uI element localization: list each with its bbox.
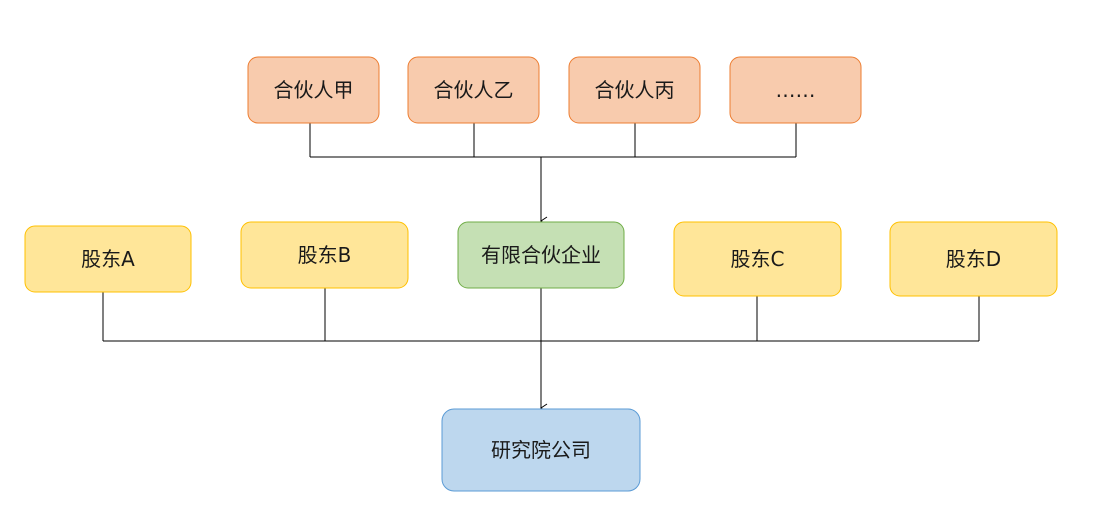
partner-box-4[interactable]: …… <box>729 56 862 124</box>
limited-partnership-label: 有限合伙企业 <box>481 243 601 267</box>
company-label: 研究院公司 <box>491 438 591 462</box>
partner-box-4-label: …… <box>776 78 816 102</box>
shareholder-box-a[interactable]: 股东A <box>24 225 192 293</box>
shareholder-box-d[interactable]: 股东D <box>889 221 1058 297</box>
partner-box-1-shape <box>247 56 380 124</box>
partner-box-2[interactable]: 合伙人乙 <box>407 56 540 124</box>
partner-box-3-shape <box>568 56 701 124</box>
shareholder-box-a-shape <box>24 225 192 293</box>
shareholder-box-c-shape <box>673 221 842 297</box>
company-box[interactable]: 研究院公司 <box>441 408 641 492</box>
limited-partnership-box[interactable]: 有限合伙企业 <box>457 221 625 289</box>
limited-partnership-box-shape <box>457 221 625 289</box>
partner-box-3-label: 合伙人丙 <box>595 78 675 102</box>
shareholder-box-c-label: 股东C <box>731 247 785 271</box>
partner-box-2-label: 合伙人乙 <box>434 78 514 102</box>
shareholder-box-d-label: 股东D <box>946 247 1001 271</box>
shareholder-box-b-label: 股东B <box>298 243 352 267</box>
shareholder-box-a-label: 股东A <box>81 247 135 271</box>
shareholder-box-b[interactable]: 股东B <box>240 221 409 289</box>
partner-box-1-label: 合伙人甲 <box>274 78 354 102</box>
shareholder-box-d-shape <box>889 221 1058 297</box>
partner-box-4-shape <box>729 56 862 124</box>
partner-box-2-shape <box>407 56 540 124</box>
partner-box-3[interactable]: 合伙人丙 <box>568 56 701 124</box>
shareholder-box-c[interactable]: 股东C <box>673 221 842 297</box>
company-box-shape <box>441 408 641 492</box>
shareholder-connectors <box>102 288 980 413</box>
partner-box-1[interactable]: 合伙人甲 <box>247 56 380 124</box>
partner-connectors <box>309 123 797 226</box>
shareholder-box-b-shape <box>240 221 409 289</box>
